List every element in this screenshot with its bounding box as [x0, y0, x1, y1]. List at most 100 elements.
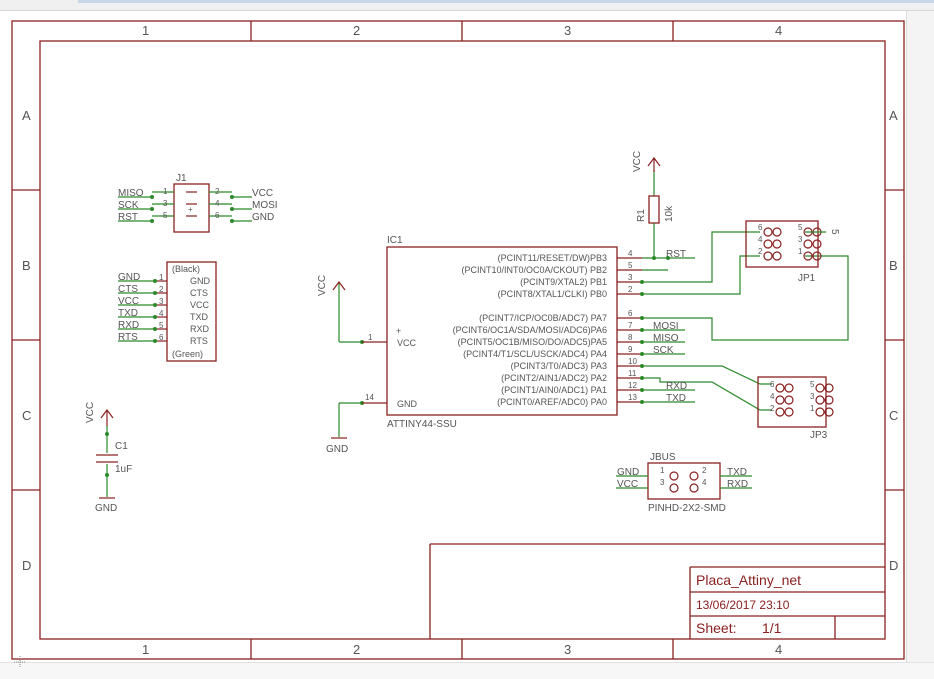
header-pad — [784, 383, 794, 393]
ic1-part: ATTINY44-SSU — [387, 419, 457, 430]
ftdi-pinname-txd: TXD — [190, 312, 209, 322]
row-label-c-right: C — [889, 408, 898, 423]
right-scroll-strip[interactable] — [906, 11, 934, 678]
row-label-d-left: D — [22, 558, 31, 573]
j1-net-mosi: MOSI — [252, 200, 278, 211]
jp1-pin-3: 3 — [798, 235, 803, 244]
ic-gnd-supply — [331, 401, 364, 439]
ic1-net-rxd: RXD — [666, 381, 687, 392]
ftdi-label-top: (Black) — [172, 264, 200, 274]
row-dividers — [12, 189, 904, 491]
header-pad — [815, 383, 825, 393]
jp3-header[interactable] — [757, 376, 834, 428]
ic1-body[interactable] — [362, 246, 618, 416]
j1-name: J1 — [176, 173, 187, 184]
jp1-pin-1: 1 — [798, 247, 803, 256]
row-label-a-left: A — [22, 108, 31, 123]
jp3-pin-3: 3 — [810, 392, 815, 401]
col-label-3-bottom: 3 — [564, 642, 571, 657]
jbus-header[interactable] — [616, 462, 752, 500]
ftdi-pinname-gnd: GND — [190, 276, 211, 286]
jp3-pin-5: 5 — [810, 380, 815, 389]
ftdi-net-rts: RTS — [118, 332, 138, 343]
header-pad — [763, 227, 773, 237]
j1-net-vcc: VCC — [252, 188, 273, 199]
row-label-b-right: B — [889, 258, 898, 273]
jp1-extra-label: 5 — [829, 229, 840, 235]
ic1-pin-name: (PCINT7/ICP/OC0B/ADC7) PA7 — [479, 313, 607, 323]
jbus-net-txd: TXD — [727, 467, 747, 478]
ftdi-pinname-rts: RTS — [190, 336, 208, 346]
title-block-sheet-label: Sheet: — [696, 620, 736, 636]
j1-pin-1: 1 — [163, 187, 168, 196]
ic1-vcc-pin-name: VCC — [397, 338, 417, 348]
ic1-net-rst: RST — [666, 249, 686, 260]
jbus-net-gnd: GND — [617, 467, 639, 478]
header-pad — [812, 239, 822, 249]
row-label-c-left: C — [22, 408, 31, 423]
ftdi-pinname-cts: CTS — [190, 288, 208, 298]
ftdi-net-cts: CTS — [118, 284, 138, 295]
ftdi-header[interactable] — [118, 261, 217, 362]
ic1-pin-number: 8 — [628, 333, 633, 342]
title-block-sheet-value: 1/1 — [762, 620, 782, 636]
jbus-part: PINHD-2X2-SMD — [648, 503, 726, 514]
jbus-net-vcc: VCC — [617, 479, 638, 490]
ic1-pin-number: 2 — [628, 285, 633, 294]
header-pad — [763, 251, 773, 261]
ic1-vcc-pin-num: 1 — [368, 333, 373, 342]
ic1-net-miso: MISO — [653, 333, 679, 344]
ftdi-net-gnd: GND — [118, 272, 140, 283]
r1-vcc-arrow-icon — [647, 157, 661, 172]
r1-name: R1 — [636, 209, 647, 222]
ic-gnd-label: GND — [326, 444, 348, 455]
jbus-net-rxd: RXD — [727, 479, 748, 490]
c1-capacitor[interactable] — [96, 425, 118, 497]
ic1-pin-name: (PCINT8/XTAL1/CLKI) PB0 — [498, 289, 607, 299]
ic1-net-sck: SCK — [653, 345, 674, 356]
header-pad — [772, 239, 782, 249]
header-pad — [775, 383, 785, 393]
j1-header[interactable] — [118, 183, 252, 233]
jp3-pin-6: 6 — [770, 380, 775, 389]
jbus-pin-4: 4 — [702, 478, 707, 487]
col-label-2-bottom: 2 — [353, 642, 360, 657]
j1-net-rst: RST — [118, 212, 138, 223]
ic1-pin-name: (PCINT2/AIN1/ADC2) PA2 — [501, 373, 607, 383]
title-block-title: Placa_Attiny_net — [696, 572, 801, 588]
ic1-net-mosi: MOSI — [653, 321, 679, 332]
ic1-pin-number: 3 — [628, 273, 633, 282]
ftdi-pinname-vcc: VCC — [190, 300, 210, 310]
c1-supply-label: VCC — [85, 402, 96, 423]
ftdi-pinname-rxd: RXD — [190, 324, 210, 334]
ic1-pin-number: 12 — [628, 381, 637, 390]
j1-plus: + — [188, 205, 193, 214]
r1-resistor[interactable] — [648, 170, 660, 258]
ftdi-net-vcc: VCC — [118, 296, 139, 307]
ic1-pin-number: 11 — [628, 369, 637, 378]
header-pad — [815, 395, 825, 405]
j1-pin-5: 5 — [163, 211, 168, 220]
ic1-pin-name: (PCINT10/INT0/OC0A/CKOUT) PB2 — [461, 265, 607, 275]
window-top-bar — [0, 0, 934, 11]
ftdi-pin-3: 3 — [159, 297, 164, 306]
c1-value: 1uF — [115, 464, 132, 475]
ic1-net-txd: TXD — [666, 393, 686, 404]
ic1-gnd-pin-num: 14 — [365, 393, 374, 402]
jp1-pin-6: 6 — [758, 223, 763, 232]
ic1-net-wiring — [640, 231, 849, 411]
header-pad — [775, 407, 785, 417]
c1-vcc-arrow-icon — [100, 409, 114, 426]
jbus-pin-1: 1 — [660, 466, 665, 475]
header-pad — [772, 251, 782, 261]
jbus-name: JBUS — [650, 452, 676, 463]
ic1-pin-number: 6 — [628, 309, 633, 318]
row-label-b-left: B — [22, 258, 31, 273]
j1-net-miso: MISO — [118, 188, 144, 199]
jp1-header[interactable] — [745, 220, 826, 268]
crosshair-cursor-icon — [14, 656, 26, 668]
j1-pin-3: 3 — [163, 199, 168, 208]
ic1-plus: + — [396, 326, 401, 336]
ic1-pin-number: 7 — [628, 321, 633, 330]
